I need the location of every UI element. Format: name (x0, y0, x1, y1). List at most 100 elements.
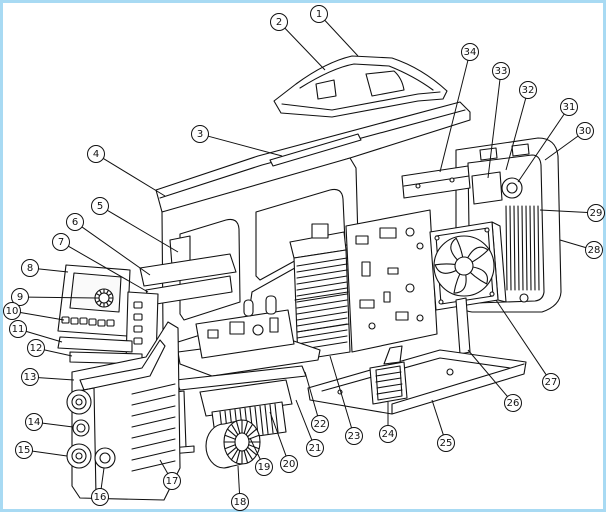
pcb-component (417, 315, 423, 321)
heatsink-fins (297, 258, 347, 350)
leader-line (20, 311, 65, 321)
output-inductor (206, 420, 260, 468)
leader-line (38, 268, 69, 273)
callout-number: 20 (283, 459, 296, 470)
leader-line (32, 450, 68, 457)
knob-ridges (95, 289, 113, 307)
callout-number: 29 (590, 208, 603, 219)
rear-heatsink-fin (534, 206, 535, 290)
fan-mount-hole (435, 236, 439, 240)
rear-heatsink-fin (530, 206, 531, 290)
callout-5: 5 (91, 197, 179, 253)
board-capacitor (266, 296, 276, 314)
callout-circle (27, 339, 45, 357)
rear-heatsink-fin (518, 206, 519, 290)
callout-7: 7 (52, 233, 149, 293)
bezel-louver (132, 406, 175, 416)
callout-30: 30 (544, 122, 594, 161)
base-tray (308, 350, 526, 414)
front-bezel (67, 322, 180, 500)
heatsink-fin (297, 288, 347, 296)
pcb-component (356, 236, 368, 244)
rear-heatsink-fins (506, 206, 539, 290)
callout-28: 28 (559, 239, 603, 259)
callout-13: 13 (21, 368, 75, 386)
callout-circle (231, 493, 249, 511)
callout-number: 34 (464, 47, 477, 58)
callout-circle (9, 320, 27, 338)
bracket-plate (402, 166, 470, 198)
inductor-winding (236, 451, 239, 463)
main-pcb (346, 210, 437, 352)
callout-number: 33 (495, 66, 508, 77)
callout-15: 15 (15, 441, 68, 459)
inductor-core (235, 433, 249, 451)
leader-line (324, 19, 359, 57)
display-screen (70, 273, 121, 312)
driver-transformer (312, 224, 328, 238)
pcb-component (406, 228, 414, 236)
board-component (208, 330, 218, 338)
callout-24: 24 (379, 402, 397, 443)
side-button (134, 326, 142, 332)
handle-grip-opening (316, 80, 336, 99)
receptacle-inner (507, 183, 517, 193)
panel-button (107, 320, 114, 326)
callout-18: 18 (231, 465, 249, 511)
leader-line (329, 355, 353, 429)
callout-circle (576, 122, 594, 140)
callout-17: 17 (159, 459, 181, 490)
callout-4: 4 (87, 145, 166, 197)
rear-heatsink-fin (538, 206, 539, 290)
handle-lip (282, 92, 440, 110)
side-button (134, 314, 142, 320)
rear-screw (520, 294, 528, 302)
callout-circle (311, 415, 329, 433)
leader-line (284, 27, 326, 71)
handle-body (274, 56, 447, 117)
tray-plate (308, 350, 526, 414)
callout-19: 19 (249, 437, 273, 476)
inductor-winding (231, 449, 237, 460)
callout-number: 10 (6, 306, 19, 317)
knob-ridge (100, 290, 102, 293)
top-cover-edge (160, 110, 465, 198)
callout-number: 31 (563, 102, 576, 113)
callout-number: 27 (545, 377, 558, 388)
leader-line (208, 135, 283, 157)
callout-21: 21 (295, 399, 324, 457)
handle-grip-opening (366, 71, 404, 96)
transformer (370, 346, 407, 404)
leader-line (38, 377, 75, 381)
callout-3: 3 (191, 125, 283, 157)
callout-27: 27 (495, 299, 560, 391)
callout-number: 22 (314, 419, 327, 430)
inductor-winding (231, 424, 237, 435)
leader-line (26, 330, 63, 343)
knob-ridge (96, 294, 99, 296)
heatsink-fin (297, 306, 347, 314)
pcb-component (388, 268, 398, 274)
callout-number: 1 (316, 9, 322, 20)
side-button (134, 302, 142, 308)
display-pcb (58, 337, 132, 352)
pcb-component (396, 312, 408, 320)
leader-line (539, 209, 588, 214)
leader-line (295, 399, 313, 441)
output-heatsink-fin (275, 404, 278, 432)
callout-circle (379, 425, 397, 443)
callout-14: 14 (25, 413, 74, 431)
board-component (230, 322, 244, 334)
rear-heatsink-fin (514, 206, 515, 290)
inductor-winding (248, 429, 257, 437)
tray-hole (447, 369, 453, 375)
leader-line (159, 459, 169, 474)
bezel-louver (132, 395, 175, 405)
callout-number: 26 (507, 398, 520, 409)
output-heatsink-fin (260, 406, 263, 434)
callout-11: 11 (9, 320, 63, 343)
cooling-fan (430, 222, 506, 310)
heatsink-fin (297, 300, 347, 308)
leader-line (544, 135, 579, 161)
callout-circle (15, 441, 33, 459)
